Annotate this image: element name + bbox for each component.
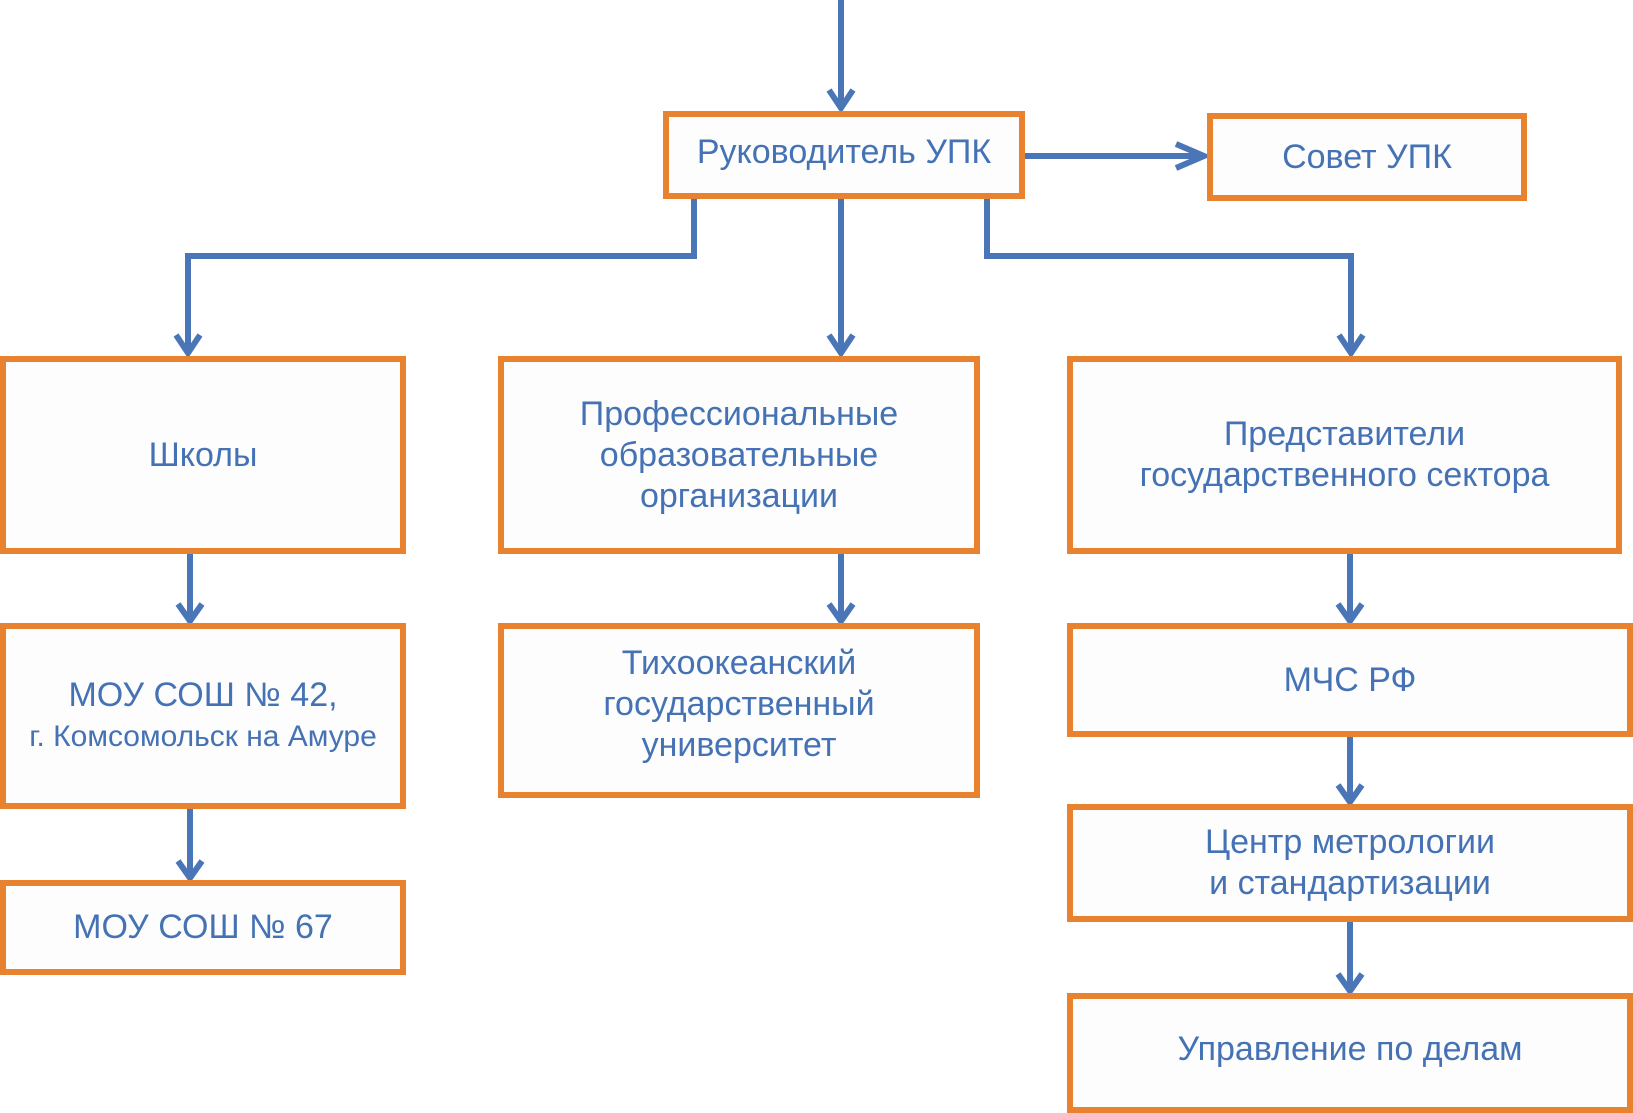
node-council-label: Совет УПК <box>1282 137 1452 176</box>
node-metrology-center-label: Центр метрологии и стандартизации <box>1204 823 1496 902</box>
node-school-42-line2: г. Комсомольск на Амуре <box>29 720 377 753</box>
node-professional-orgs: Профессиональные образовательные организ… <box>498 356 980 554</box>
node-professional-orgs-label: Профессиональные образовательные организ… <box>579 394 899 515</box>
node-management-dept-label: Управление по делам <box>1177 1030 1523 1068</box>
connectors-layer <box>173 0 1366 997</box>
node-schools-label: Школы <box>148 435 258 474</box>
arrowhead-school67 <box>175 859 205 884</box>
node-pacific-university: Тихоокеанский государственный университе… <box>498 623 980 798</box>
arrowhead-mchs <box>1335 602 1365 627</box>
node-school-42: МОУ СОШ № 42, г. Комсомольск на Амуре <box>0 623 406 809</box>
arrowhead-council <box>1174 141 1212 171</box>
node-management-dept: Управление по делам <box>1067 993 1633 1113</box>
connector-head-to-schools <box>185 199 697 353</box>
node-gov-sector: Представители государственного сектора <box>1067 356 1622 554</box>
arrowhead-prof <box>826 333 856 359</box>
arrowhead-management <box>1335 972 1365 997</box>
connector-head-to-gov <box>984 199 1354 353</box>
node-school-42-line1: МОУ СОШ № 42, <box>68 676 338 714</box>
arrowhead-schools <box>173 333 203 359</box>
arrowhead-head <box>826 88 856 114</box>
node-pacific-university-label: Тихоокеанский государственный университе… <box>603 644 875 764</box>
arrowhead-school42 <box>175 602 205 627</box>
node-head: Руководитель УПК <box>663 111 1025 199</box>
arrowhead-university <box>826 602 856 627</box>
arrowhead-gov <box>1336 333 1366 359</box>
node-mchs-label: МЧС РФ <box>1283 660 1417 699</box>
arrowhead-metrology <box>1335 783 1365 808</box>
node-schools: Школы <box>0 356 406 554</box>
node-head-label: Руководитель УПК <box>696 132 992 171</box>
node-gov-sector-label: Представители государственного сектора <box>1139 415 1550 494</box>
node-mchs: МЧС РФ <box>1067 623 1633 737</box>
node-council: Совет УПК <box>1207 113 1527 201</box>
node-metrology-center: Центр метрологии и стандартизации <box>1067 804 1633 922</box>
node-school-67: МОУ СОШ № 67 <box>0 880 406 975</box>
node-school-67-label: МОУ СОШ № 67 <box>73 908 333 946</box>
